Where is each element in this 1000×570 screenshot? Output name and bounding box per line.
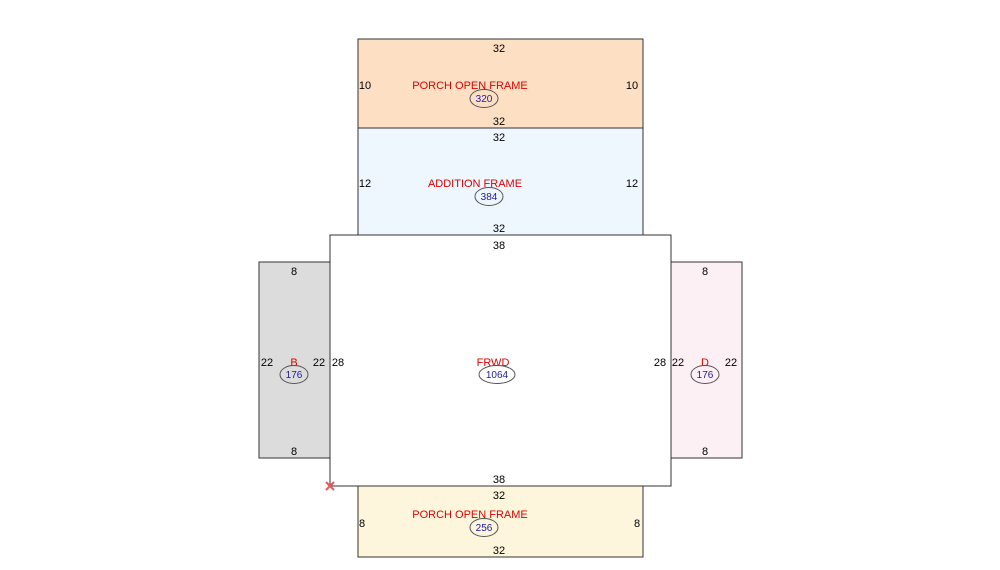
d-dim-right: 22	[725, 357, 737, 369]
porch-top-dim-left: 10	[359, 80, 371, 92]
b-area-value: 176	[286, 370, 303, 381]
porch-top-dim-top: 32	[493, 43, 505, 55]
porch-bottom-dim-bottom: 32	[493, 545, 505, 557]
porch-top-area-oval	[469, 89, 499, 108]
frwd-area-value: 1064	[486, 370, 509, 381]
start-point-marker	[325, 481, 335, 491]
addition-dim-top: 32	[493, 132, 505, 144]
b-area-rect	[258, 261, 331, 459]
d-dim-bottom: 8	[702, 446, 708, 458]
porch-top-area-rect	[357, 38, 644, 129]
frwd-dim-left: 28	[332, 357, 344, 369]
addition-label: ADDITION FRAME	[428, 178, 522, 190]
frwd-dim-bottom: 38	[493, 474, 505, 486]
porch-top-dim-bottom: 32	[493, 116, 505, 128]
porch-bottom-label: PORCH OPEN FRAME	[412, 509, 528, 521]
porch-top-dim-right: 10	[626, 80, 638, 92]
d-dim-top: 8	[702, 266, 708, 278]
d-area-value: 176	[697, 370, 714, 381]
frwd-area-rect	[329, 234, 672, 487]
frwd-dim-top: 38	[493, 240, 505, 252]
b-dim-bottom: 8	[291, 446, 297, 458]
addition-area-rect	[357, 127, 644, 236]
porch-bottom-dim-right: 8	[634, 518, 640, 530]
porch-bottom-area-oval	[469, 518, 499, 537]
b-dim-right: 22	[313, 357, 325, 369]
porch-bottom-area-value: 256	[476, 523, 493, 534]
d-dim-left: 22	[672, 357, 684, 369]
porch-top-area-value: 320	[476, 94, 493, 105]
b-area-oval	[279, 365, 309, 384]
frwd-area-oval	[478, 365, 516, 384]
addition-dim-bottom: 32	[493, 223, 505, 235]
d-area-rect	[670, 261, 743, 459]
frwd-dim-right: 28	[654, 357, 666, 369]
porch-bottom-dim-top: 32	[493, 490, 505, 502]
addition-dim-right: 12	[626, 178, 638, 190]
b-label: B	[290, 357, 297, 369]
frwd-label: FRWD	[477, 357, 510, 369]
addition-dim-left: 12	[359, 178, 371, 190]
porch-bottom-dim-left: 8	[359, 518, 365, 530]
addition-area-oval	[474, 187, 504, 206]
d-label: D	[701, 357, 709, 369]
addition-area-value: 384	[481, 192, 498, 203]
porch-top-label: PORCH OPEN FRAME	[412, 80, 528, 92]
b-dim-top: 8	[291, 266, 297, 278]
b-dim-left: 22	[261, 357, 273, 369]
porch-bottom-area-rect	[357, 485, 644, 558]
d-area-oval	[690, 365, 720, 384]
